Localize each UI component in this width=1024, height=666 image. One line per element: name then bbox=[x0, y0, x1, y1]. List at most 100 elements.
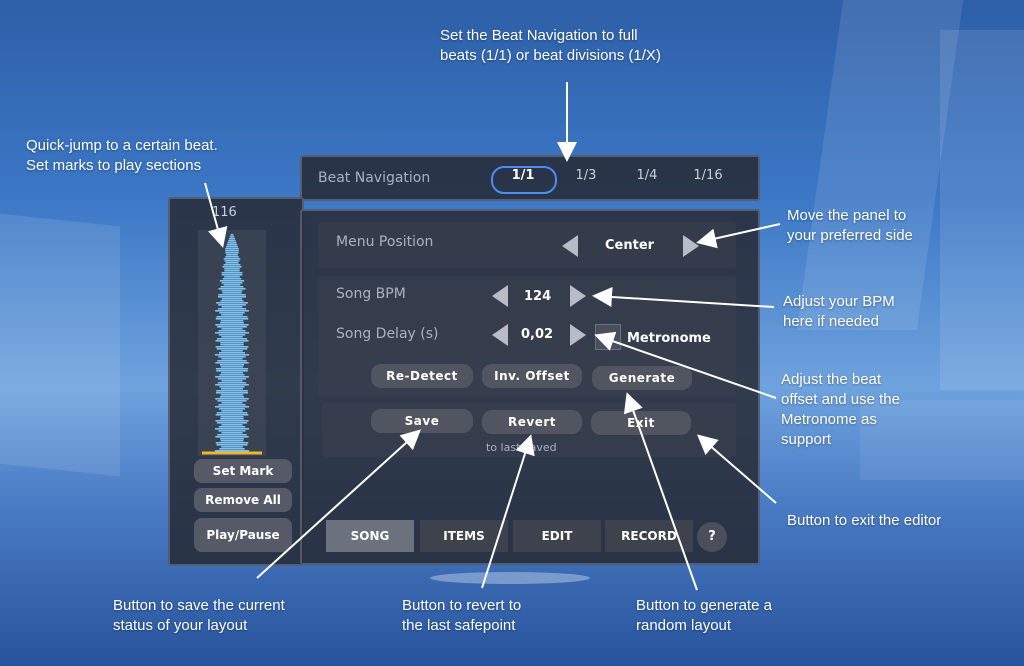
waveform-bar bbox=[220, 300, 244, 302]
waveform-bar bbox=[219, 364, 245, 366]
waveform-bar bbox=[218, 288, 246, 290]
waveform-bar bbox=[221, 372, 243, 374]
waveform-bar bbox=[228, 240, 236, 242]
waveform-graphic bbox=[202, 234, 262, 455]
waveform-bar bbox=[215, 392, 249, 394]
waveform-bar bbox=[222, 266, 242, 268]
waveform-bar bbox=[215, 436, 249, 438]
beat-option-1-3[interactable]: 1/3 bbox=[575, 168, 597, 183]
waveform-bar bbox=[229, 236, 235, 238]
waveform-bar bbox=[223, 284, 241, 286]
generate-button[interactable]: Generate bbox=[592, 366, 692, 390]
tab-record[interactable]: RECORD bbox=[605, 520, 693, 552]
waveform-bar bbox=[222, 292, 242, 294]
menu-position-value: Center bbox=[605, 238, 655, 253]
tab-song[interactable]: SONG bbox=[326, 520, 414, 552]
waveform-bar bbox=[221, 306, 243, 308]
annotation-save: Button to save the current status of you… bbox=[113, 597, 285, 634]
waveform-bar bbox=[217, 360, 247, 362]
annotation-adjust-offset: Adjust the beat offset and use the Metro… bbox=[781, 371, 900, 448]
set-mark-button[interactable]: Set Mark bbox=[194, 459, 292, 483]
waveform-bar bbox=[221, 272, 243, 274]
beat-navigation-bar: Beat Navigation bbox=[300, 155, 760, 201]
remove-all-button[interactable]: Remove All bbox=[194, 488, 292, 512]
waveform-bar bbox=[221, 402, 243, 404]
waveform-bar bbox=[217, 434, 247, 436]
annotation-adjust-bpm: Adjust your BPM here if needed bbox=[783, 293, 895, 330]
waveform-bar bbox=[218, 308, 246, 310]
waveform-bar bbox=[221, 298, 243, 300]
waveform-bar bbox=[220, 418, 244, 420]
waveform-bar bbox=[215, 398, 249, 400]
metronome-checkbox[interactable] bbox=[595, 324, 621, 350]
waveform-bar bbox=[220, 394, 244, 396]
delay-increase-arrow[interactable] bbox=[570, 324, 586, 346]
waveform-bar bbox=[217, 326, 247, 328]
waveform-bar bbox=[215, 368, 249, 370]
menu-position-left-arrow[interactable] bbox=[562, 235, 578, 257]
waveform-bar bbox=[218, 430, 246, 432]
revert-subtext: to last saved bbox=[486, 441, 557, 454]
beat-option-1-1[interactable]: 1/1 bbox=[511, 168, 535, 183]
waveform-bar bbox=[226, 254, 238, 256]
waveform-bar bbox=[215, 332, 249, 334]
waveform-bar bbox=[219, 312, 245, 314]
delay-decrease-arrow[interactable] bbox=[492, 324, 508, 346]
waveform-bar bbox=[221, 424, 243, 426]
waveform-bar bbox=[221, 290, 243, 292]
waveform-bar bbox=[221, 328, 243, 330]
waveform-bar bbox=[221, 282, 243, 284]
tab-edit[interactable]: EDIT bbox=[513, 520, 601, 552]
waveform-bar bbox=[216, 412, 248, 414]
beat-option-1-16[interactable]: 1/16 bbox=[693, 168, 723, 183]
help-button[interactable]: ? bbox=[697, 522, 727, 552]
waveform-bar bbox=[220, 344, 244, 346]
tab-items[interactable]: ITEMS bbox=[420, 520, 508, 552]
waveform-bar bbox=[221, 350, 243, 352]
waveform-bar bbox=[216, 390, 248, 392]
waveform-bar bbox=[215, 414, 249, 416]
menu-position-right-arrow[interactable] bbox=[683, 235, 699, 257]
waveform-bar bbox=[221, 410, 243, 412]
waveform-bar bbox=[219, 396, 245, 398]
waveform-bar bbox=[221, 314, 243, 316]
waveform-bar bbox=[225, 256, 239, 258]
waveform-bar bbox=[220, 438, 244, 440]
waveform-bar bbox=[218, 404, 246, 406]
waveform-bar bbox=[227, 242, 237, 244]
waveform-bar bbox=[216, 422, 248, 424]
beat-option-1-4[interactable]: 1/4 bbox=[636, 168, 658, 183]
waveform-track[interactable] bbox=[198, 230, 266, 456]
waveform-bar bbox=[219, 408, 245, 410]
waveform-bar bbox=[224, 260, 240, 262]
waveform-bar bbox=[225, 252, 239, 254]
waveform-bar bbox=[218, 352, 246, 354]
background-shape bbox=[0, 213, 120, 477]
save-button[interactable]: Save bbox=[371, 409, 473, 433]
waveform-bar bbox=[218, 334, 246, 336]
waveform-bar bbox=[218, 294, 246, 296]
bpm-increase-arrow[interactable] bbox=[570, 285, 586, 307]
play-pause-button[interactable]: Play/Pause bbox=[194, 518, 292, 552]
waveform-bar bbox=[218, 356, 246, 358]
song-delay-label: Song Delay (s) bbox=[336, 326, 439, 342]
waveform-bar bbox=[217, 378, 247, 380]
waveform-bar bbox=[219, 448, 245, 450]
waveform-bar bbox=[220, 440, 244, 442]
waveform-bar bbox=[222, 278, 242, 280]
exit-button[interactable]: Exit bbox=[591, 411, 691, 435]
menu-position-label: Menu Position bbox=[336, 234, 434, 250]
inv-offset-button[interactable]: Inv. Offset bbox=[482, 364, 582, 388]
waveform-bar bbox=[215, 442, 249, 444]
waveform-bar bbox=[221, 432, 243, 434]
waveform-bar bbox=[216, 370, 248, 372]
waveform-bar bbox=[220, 366, 244, 368]
bpm-decrease-arrow[interactable] bbox=[492, 285, 508, 307]
waveform-bar bbox=[223, 258, 241, 260]
waveform-bar bbox=[215, 310, 249, 312]
re-detect-button[interactable]: Re-Detect bbox=[371, 364, 473, 388]
waveform-bar bbox=[216, 444, 248, 446]
floor-pad bbox=[430, 572, 590, 584]
revert-button[interactable]: Revert bbox=[482, 410, 582, 434]
waveform-bar bbox=[215, 406, 249, 408]
